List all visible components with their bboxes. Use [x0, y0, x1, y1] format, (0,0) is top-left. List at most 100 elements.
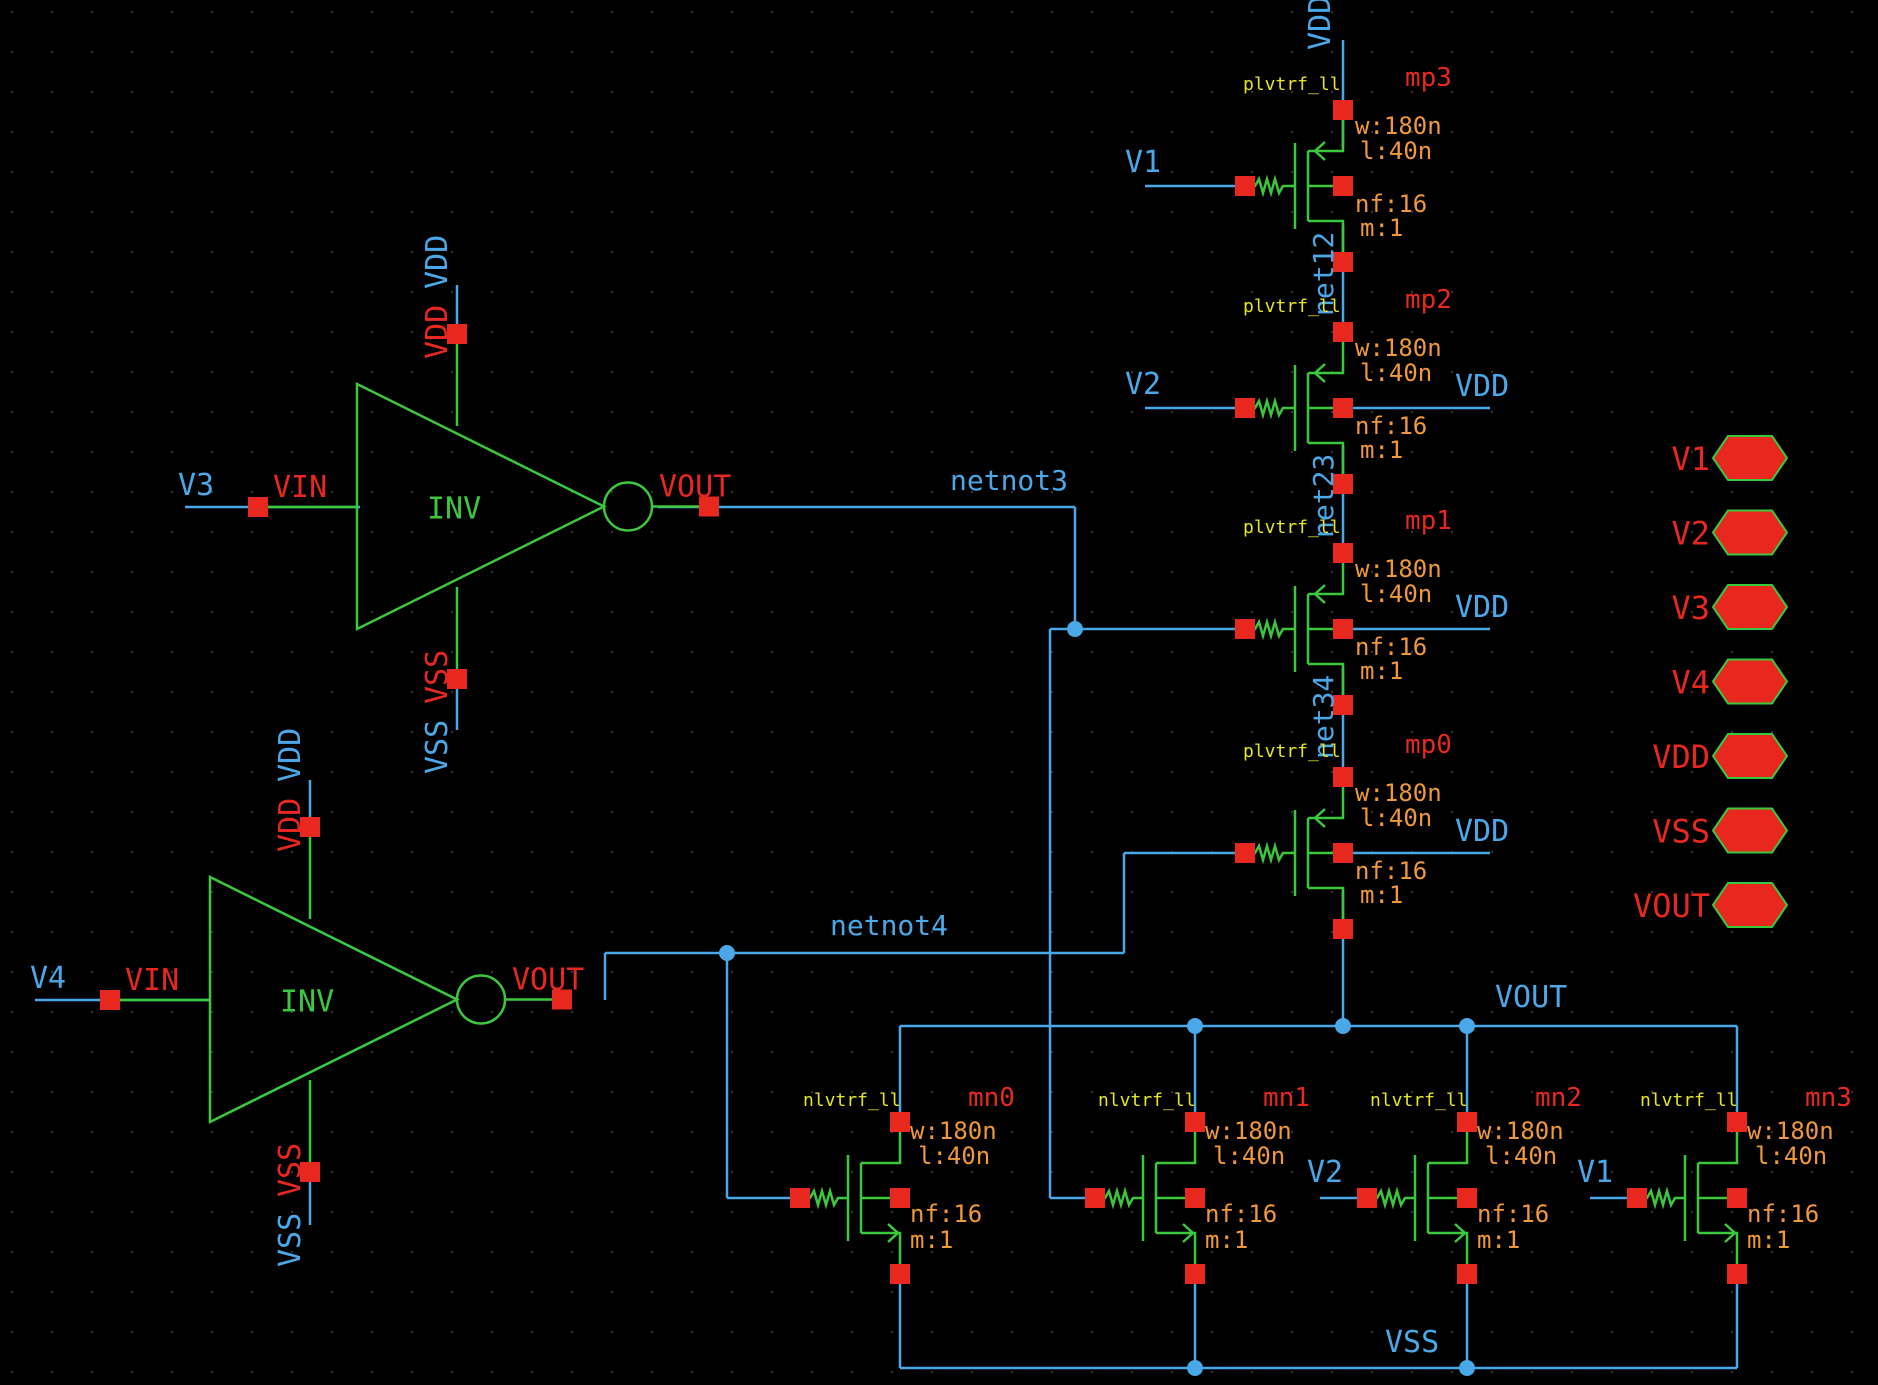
pmos-gate-pin[interactable]	[1235, 843, 1255, 863]
inverter-vdd-pin-label: VDD	[420, 305, 455, 359]
net-labels: netnot3 netnot4 VOUT VSS VDD	[830, 0, 1567, 1360]
port-shape	[1711, 584, 1789, 630]
pmos-series-net-label: net34	[1307, 675, 1340, 759]
pmos-bulk-pin[interactable]	[1333, 843, 1353, 863]
nmos-bulk-pin[interactable]	[1727, 1188, 1747, 1208]
port-v4[interactable]: V4	[1671, 658, 1789, 705]
port-name: V3	[1671, 589, 1710, 627]
nmos-drain-pin[interactable]	[890, 1112, 910, 1132]
inverter-vss-net-label: VSS	[273, 1213, 308, 1267]
nmos-gate-pin[interactable]	[1357, 1188, 1377, 1208]
inverter-vss-pin[interactable]	[300, 1162, 320, 1182]
pmos-m-param: m:1	[1360, 881, 1403, 909]
port-shape	[1711, 435, 1789, 481]
port-vout[interactable]: VOUT	[1633, 882, 1789, 928]
pmos-bulk-pin[interactable]	[1333, 176, 1353, 196]
inverter-vdd-net-label: VDD	[273, 728, 308, 782]
pmos-nf-param: nf:16	[1355, 857, 1427, 885]
nmos-width-param: w:180n	[1205, 1117, 1292, 1145]
port-name: VDD	[1652, 738, 1710, 776]
nmos-model-label: nlvtrf_ll	[803, 1090, 901, 1111]
nmos-source-pin[interactable]	[890, 1264, 910, 1284]
pmos-drain-pin[interactable]	[1333, 695, 1353, 715]
pmos-width-param: w:180n	[1355, 334, 1442, 362]
pmos-gate-net-label: V2	[1125, 367, 1161, 402]
pmos-m-param: m:1	[1360, 436, 1403, 464]
nmos-instance-name: mn0	[968, 1083, 1015, 1113]
nmos-length-param: l:40n	[918, 1142, 990, 1170]
pmos-model-label: plvtrf_ll	[1243, 74, 1341, 95]
inverter-input-net-label: V4	[30, 961, 66, 996]
nmos-drain-pin[interactable]	[1727, 1112, 1747, 1132]
pmos-source-pin[interactable]	[1333, 322, 1353, 342]
inverter-name: INV	[427, 492, 481, 527]
inverter-in-pin-label: VIN	[125, 963, 179, 998]
inverter-vdd-pin[interactable]	[300, 817, 320, 837]
pmos-instance-name: mp2	[1405, 285, 1452, 315]
pmos-gate-pin[interactable]	[1235, 176, 1255, 196]
inverter-input-pin[interactable]	[248, 497, 268, 517]
nmos-gate-pin[interactable]	[1627, 1188, 1647, 1208]
pmos-source-pin[interactable]	[1333, 100, 1353, 120]
nmos-source-pin[interactable]	[1727, 1264, 1747, 1284]
pmos-bulk-net-label: VDD	[1455, 369, 1509, 404]
port-vdd[interactable]: VDD	[1652, 733, 1789, 779]
inverter-vss-pin[interactable]	[447, 669, 467, 689]
nmos-gate-pin[interactable]	[1085, 1188, 1105, 1208]
pmos-length-param: l:40n	[1360, 359, 1432, 387]
pmos-source-pin[interactable]	[1333, 543, 1353, 563]
pmos-nf-param: nf:16	[1355, 412, 1427, 440]
port-v3[interactable]: V3	[1671, 584, 1789, 630]
port-name: VSS	[1652, 813, 1710, 851]
pmos-source-pin[interactable]	[1333, 767, 1353, 787]
port-v1[interactable]: V1	[1671, 435, 1789, 481]
nmos-m-param: m:1	[910, 1226, 953, 1254]
port-v2[interactable]: V2	[1671, 509, 1789, 556]
inverter-output-pin[interactable]	[699, 496, 719, 517]
inverter-output-pin[interactable]	[552, 989, 572, 1010]
nmos-source-pin[interactable]	[1185, 1264, 1205, 1284]
nmos-source-pin[interactable]	[1457, 1264, 1477, 1284]
pmos-bulk-pin[interactable]	[1333, 398, 1353, 418]
nmos-gate-pin[interactable]	[790, 1188, 810, 1208]
nmos-bulk-pin[interactable]	[1185, 1188, 1205, 1208]
pmos-gate-pin[interactable]	[1235, 619, 1255, 639]
pmos-model-label: plvtrf_ll	[1243, 296, 1341, 317]
port-vss[interactable]: VSS	[1652, 807, 1789, 854]
nmos-instance-name: mn3	[1805, 1083, 1852, 1113]
nmos-m-param: m:1	[1747, 1226, 1790, 1254]
nmos-m-param: m:1	[1477, 1226, 1520, 1254]
nmos-bulk-pin[interactable]	[1457, 1188, 1477, 1208]
inverter-vdd-pin[interactable]	[447, 324, 467, 344]
pmos-drain-pin[interactable]	[1333, 474, 1353, 494]
nmos-drain-pin[interactable]	[1185, 1112, 1205, 1132]
nmos-drain-pin[interactable]	[1457, 1112, 1477, 1132]
nmos-length-param: l:40n	[1485, 1142, 1557, 1170]
pmos-length-param: l:40n	[1360, 137, 1432, 165]
pmos-drain-pin[interactable]	[1333, 252, 1353, 272]
pmos-drain-pin[interactable]	[1333, 919, 1353, 939]
nmos-instance-name: mn1	[1263, 1083, 1310, 1113]
nmos-gate-net-label: V1	[1577, 1155, 1613, 1190]
pmos-model-label: plvtrf_ll	[1243, 741, 1341, 762]
pmos-gate-pin[interactable]	[1235, 398, 1255, 418]
nmos-bulk-pin[interactable]	[890, 1188, 910, 1208]
port-name: V1	[1671, 440, 1710, 478]
pmos-bulk-pin[interactable]	[1333, 619, 1353, 639]
inverter-input-pin[interactable]	[100, 990, 120, 1010]
